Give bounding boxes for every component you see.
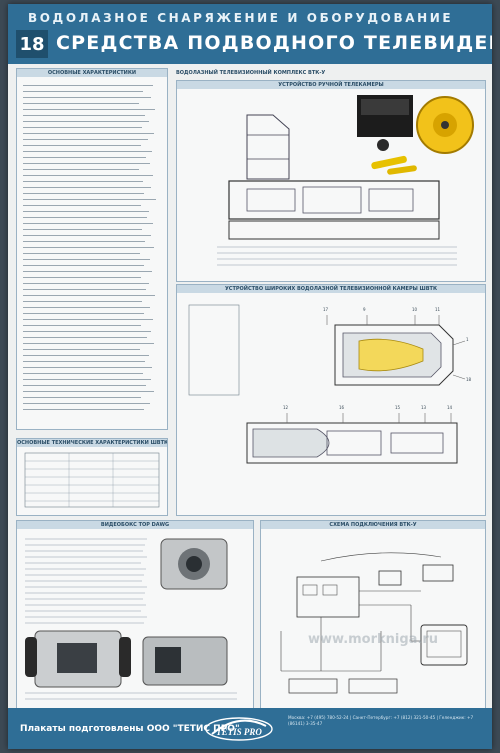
callout-16: 16 bbox=[339, 405, 345, 410]
connection-scheme-header: СХЕМА ПОДКЛЮЧЕНИЯ ВТК-У bbox=[261, 521, 485, 529]
logo-text: TETIS PRO bbox=[216, 727, 262, 737]
poster: ВОДОЛАЗНОЕ СНАРЯЖЕНИЕ И ОБОРУДОВАНИЕ 18 … bbox=[8, 4, 492, 749]
callout-18: 18 bbox=[466, 377, 472, 382]
tetis-logo-icon: TETIS PRO bbox=[205, 717, 273, 741]
content-area: ОСНОВНЫЕ ХАРАКТЕРИСТИКИ bbox=[16, 68, 486, 710]
connection-scheme-panel: СХЕМА ПОДКЛЮЧЕНИЯ ВТК-У bbox=[260, 520, 486, 710]
handheld-camera-panel: УСТРОЙСТВО РУЧНОЙ ТЕЛЕКАМЕРЫ bbox=[176, 80, 486, 282]
handheld-camera-header: УСТРОЙСТВО РУЧНОЙ ТЕЛЕКАМЕРЫ bbox=[177, 81, 485, 89]
main-specs-header: ОСНОВНЫЕ ХАРАКТЕРИСТИКИ bbox=[17, 69, 167, 77]
header-band: ВОДОЛАЗНОЕ СНАРЯЖЕНИЕ И ОБОРУДОВАНИЕ 18 … bbox=[8, 4, 492, 64]
poster-number: 18 bbox=[16, 30, 48, 58]
poster-kicker: ВОДОЛАЗНОЕ СНАРЯЖЕНИЕ И ОБОРУДОВАНИЕ bbox=[28, 11, 454, 25]
wiring-table-drawing bbox=[24, 452, 160, 508]
tech-specs-header: ОСНОВНЫЕ ТЕХНИЧЕСКИЕ ХАРАКТЕРИСТИКИ ШВТК bbox=[17, 439, 167, 447]
wide-camera-header: УСТРОЙСТВО ШИРОКИХ ВОДОЛАЗНОЙ ТЕЛЕВИЗИОН… bbox=[177, 285, 485, 293]
wide-camera-panel: УСТРОЙСТВО ШИРОКИХ ВОДОЛАЗНОЙ ТЕЛЕВИЗИОН… bbox=[176, 284, 486, 516]
tech-specs-panel: ОСНОВНЫЕ ТЕХНИЧЕСКИЕ ХАРАКТЕРИСТИКИ ШВТК bbox=[16, 438, 168, 516]
callout-9: 9 bbox=[363, 307, 366, 312]
videobox-panel: ВИДЕОБОКС TOP DAWG bbox=[16, 520, 254, 710]
callout-12: 12 bbox=[283, 405, 289, 410]
footer-credit: Плакаты подготовлены ООО "ТЕТИС ПРО" bbox=[20, 724, 240, 734]
callout-1: 1 bbox=[466, 337, 469, 342]
callout-17: 17 bbox=[323, 307, 329, 312]
footer-band: Плакаты подготовлены ООО "ТЕТИС ПРО" TET… bbox=[8, 708, 492, 749]
main-specs-panel: ОСНОВНЫЕ ХАРАКТЕРИСТИКИ bbox=[16, 68, 168, 430]
callout-10: 10 bbox=[412, 307, 418, 312]
videobox-header: ВИДЕОБОКС TOP DAWG bbox=[17, 521, 253, 529]
wide-camera-drawing bbox=[188, 304, 466, 464]
footer-contacts: Москва: +7 (495) 780-52-24 | Санкт-Петер… bbox=[288, 715, 474, 726]
callout-14: 14 bbox=[447, 405, 453, 410]
videobox-drawing bbox=[25, 538, 237, 700]
watermark: www.morkniga.ru bbox=[308, 632, 439, 647]
callout-15: 15 bbox=[395, 405, 401, 410]
callout-11: 11 bbox=[435, 307, 441, 312]
handheld-camera-drawing bbox=[217, 95, 474, 266]
callout-13: 13 bbox=[421, 405, 427, 410]
poster-title: СРЕДСТВА ПОДВОДНОГО ТЕЛЕВИДЕНИЯ bbox=[56, 32, 492, 54]
complex-subtitle: ВОДОЛАЗНЫЙ ТЕЛЕВИЗИОННЫЙ КОМПЛЕКС ВТК-У bbox=[176, 70, 326, 76]
connection-scheme-drawing bbox=[280, 552, 468, 694]
